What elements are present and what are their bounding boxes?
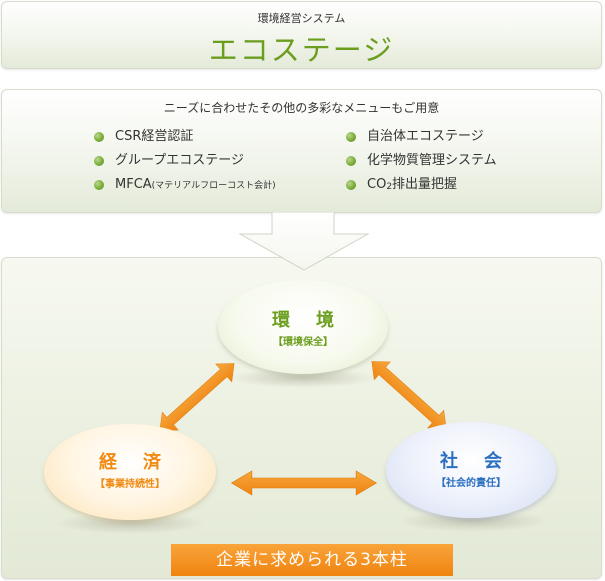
- header-title: エコステージ: [208, 33, 395, 67]
- pillar-environment-title: 環境: [272, 310, 360, 331]
- arrow-econ-environment-icon: [151, 354, 243, 440]
- menu-list-right: 自治体エコステージ 化学物質管理システム CO2排出量把握: [346, 128, 497, 200]
- menu-item-group-ecostage: グループエコステージ: [94, 152, 276, 176]
- menu-item-label-sub: 2: [386, 182, 393, 192]
- menu-item-chemical-management: 化学物質管理システム: [346, 152, 497, 176]
- arrow-econ-society-icon: [231, 470, 377, 496]
- bullet-icon: [346, 180, 356, 190]
- pillar-society-sub: 【社会的責任】: [436, 478, 506, 489]
- menu-item-label-post: 排出量把握: [392, 177, 458, 192]
- menu-item-csr: CSR経営認証: [94, 128, 276, 152]
- society-shadow: [398, 510, 548, 532]
- menu-item-label: グループエコステージ: [115, 153, 244, 168]
- pillar-society-title: 社会: [440, 451, 528, 472]
- header-subtitle: 環境経営システム: [257, 12, 346, 25]
- pillar-environment: 環境 【環境保全】: [218, 280, 388, 374]
- pillars-caption: 企業に求められる3本柱: [171, 544, 453, 576]
- menu-item-label-pre: CO: [367, 177, 387, 192]
- menu-item-label: MFCA: [115, 177, 152, 192]
- menu-heading: ニーズに合わせたその他の多彩なメニューもご用意: [163, 101, 440, 115]
- bullet-icon: [94, 180, 104, 190]
- pillar-environment-sub: 【環境保全】: [273, 337, 333, 348]
- menu-item-label: 化学物質管理システム: [367, 153, 497, 168]
- menu-item-co2: CO2排出量把握: [346, 176, 497, 200]
- pillar-economy-title: 経済: [99, 452, 187, 473]
- header-panel: 環境経営システム エコステージ: [1, 1, 602, 69]
- bullet-icon: [94, 132, 104, 142]
- menu-item-label: CSR経営認証: [115, 129, 194, 144]
- down-arrow-icon: [238, 212, 370, 271]
- environment-shadow: [228, 368, 378, 388]
- menu-item-note: (マテリアルフローコスト会計): [151, 181, 276, 191]
- menu-item-label: 自治体エコステージ: [367, 129, 484, 144]
- economy-shadow: [56, 512, 206, 534]
- menu-item-mfca: MFCA(マテリアルフローコスト会計): [94, 176, 276, 200]
- bullet-icon: [94, 156, 104, 166]
- pillar-economy: 経済 【事業持続性】: [44, 424, 216, 520]
- pillar-economy-sub: 【事業持続性】: [95, 479, 165, 490]
- bullet-icon: [346, 156, 356, 166]
- pillar-society: 社会 【社会的責任】: [386, 422, 556, 518]
- menu-panel: ニーズに合わせたその他の多彩なメニューもご用意 CSR経営認証 グループエコステ…: [1, 89, 602, 213]
- menu-list-left: CSR経営認証 グループエコステージ MFCA(マテリアルフローコスト会計): [94, 128, 276, 200]
- menu-item-municipal-ecostage: 自治体エコステージ: [346, 128, 497, 152]
- bullet-icon: [346, 132, 356, 142]
